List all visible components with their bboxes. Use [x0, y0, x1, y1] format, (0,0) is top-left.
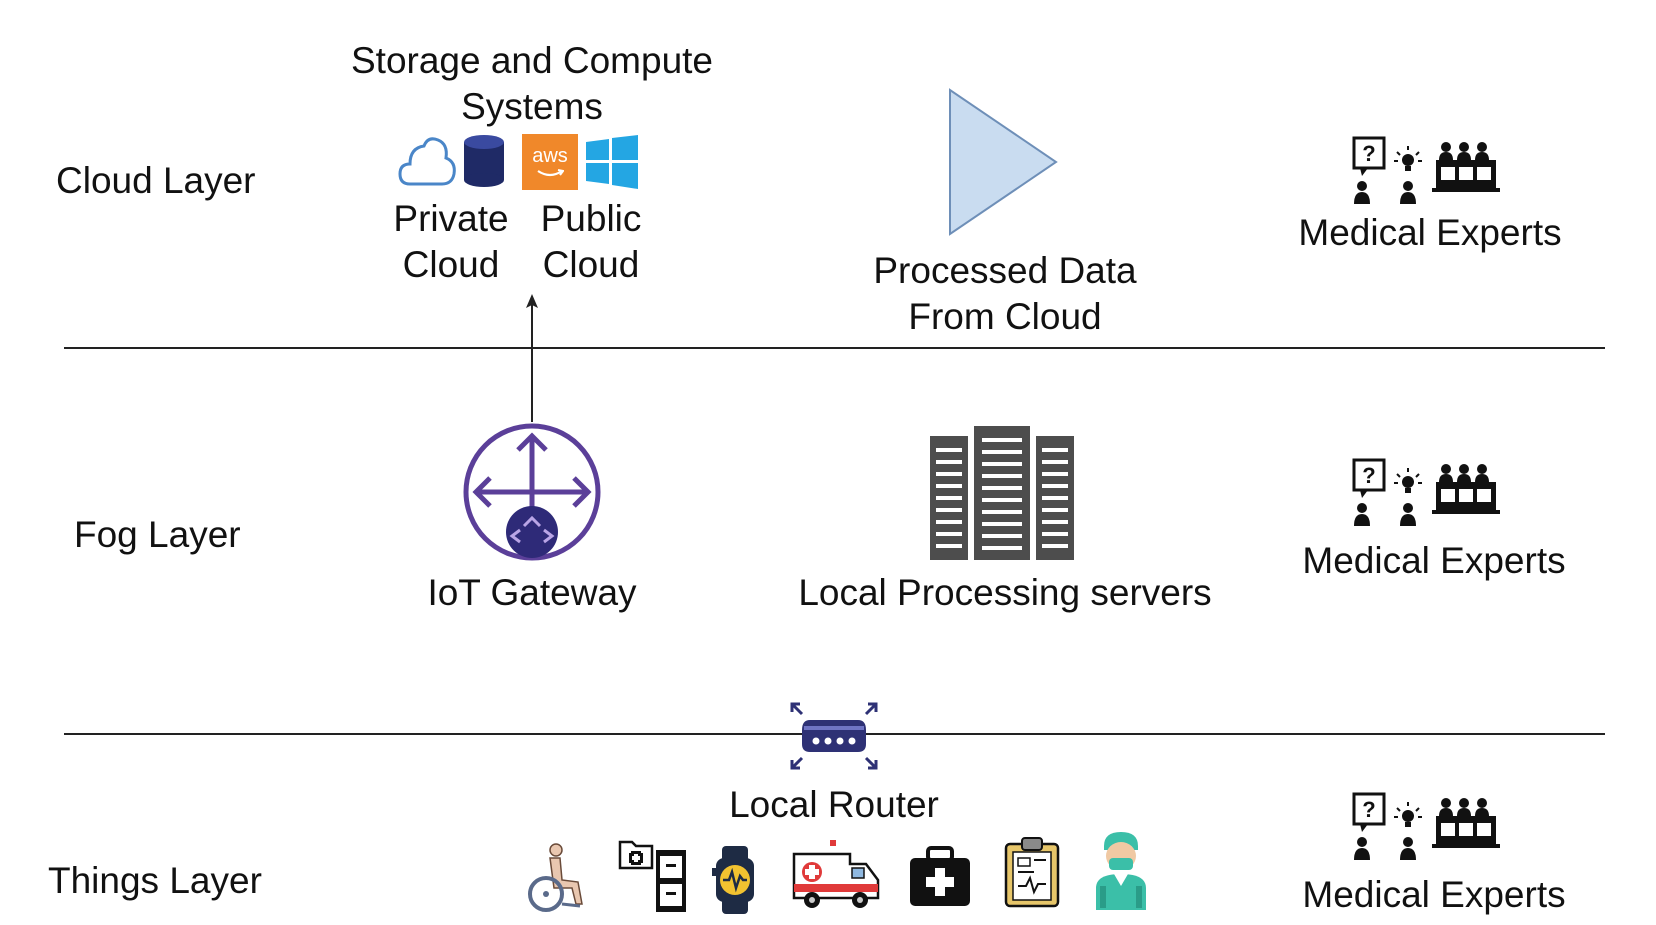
cloud-layer-label: Cloud Layer: [56, 160, 256, 201]
private-cloud-icon: [398, 137, 456, 186]
processed-data-label-line2: From Cloud: [908, 296, 1102, 337]
things-layer-label: Things Layer: [48, 860, 262, 901]
public-cloud-label-line1: Public: [540, 198, 642, 239]
things-medical-experts-label: Medical Experts: [1302, 874, 1566, 915]
server-rack-icon: [930, 426, 1074, 560]
ambulance-icon: [792, 840, 880, 908]
first-aid-kit-icon: [910, 846, 970, 906]
public-cloud-label: Public Cloud: [526, 200, 656, 283]
svg-text:?: ?: [1362, 141, 1375, 166]
private-cloud-label-line2: Cloud: [402, 244, 500, 285]
upload-arrow: [526, 294, 538, 422]
aws-icon: aws: [522, 134, 578, 190]
database-icon: [464, 135, 504, 187]
processed-data-triangle: [949, 88, 1058, 236]
medical-experts-icon: ?: [1352, 792, 1500, 860]
fog-medical-experts-label: Medical Experts: [1302, 540, 1566, 581]
processed-data-label-line1: Processed Data: [873, 250, 1137, 291]
private-cloud-label-line1: Private: [393, 198, 509, 239]
aws-logo-text: aws: [532, 145, 568, 167]
svg-text:?: ?: [1362, 463, 1375, 488]
router-icon: [790, 702, 878, 770]
iot-gateway-icon: [463, 423, 601, 561]
medical-experts-icon: ?: [1352, 136, 1500, 204]
storage-compute-title-line2: Systems: [461, 86, 603, 127]
medical-records-icon: [618, 840, 686, 912]
smartwatch-icon: [712, 846, 754, 914]
storage-compute-title: Storage and Compute Systems: [332, 42, 732, 125]
medical-experts-icon: ?: [1352, 458, 1500, 526]
fog-layer-label: Fog Layer: [74, 514, 241, 555]
iot-gateway-label: IoT Gateway: [427, 572, 637, 613]
storage-compute-title-line1: Storage and Compute: [350, 40, 713, 81]
public-cloud-label-line2: Cloud: [542, 244, 640, 285]
cloud-fog-divider: [64, 347, 1605, 349]
local-servers-label: Local Processing servers: [798, 572, 1212, 613]
local-router-label: Local Router: [729, 784, 939, 825]
processed-data-label: Processed Data From Cloud: [840, 252, 1170, 335]
svg-text:?: ?: [1362, 797, 1375, 822]
windows-icon: [586, 135, 638, 189]
clipboard-icon: [1004, 837, 1060, 908]
doctor-icon: [1096, 832, 1146, 910]
cloud-medical-experts-label: Medical Experts: [1298, 212, 1562, 253]
private-cloud-label: Private Cloud: [386, 200, 516, 283]
wheelchair-icon: [528, 843, 583, 912]
